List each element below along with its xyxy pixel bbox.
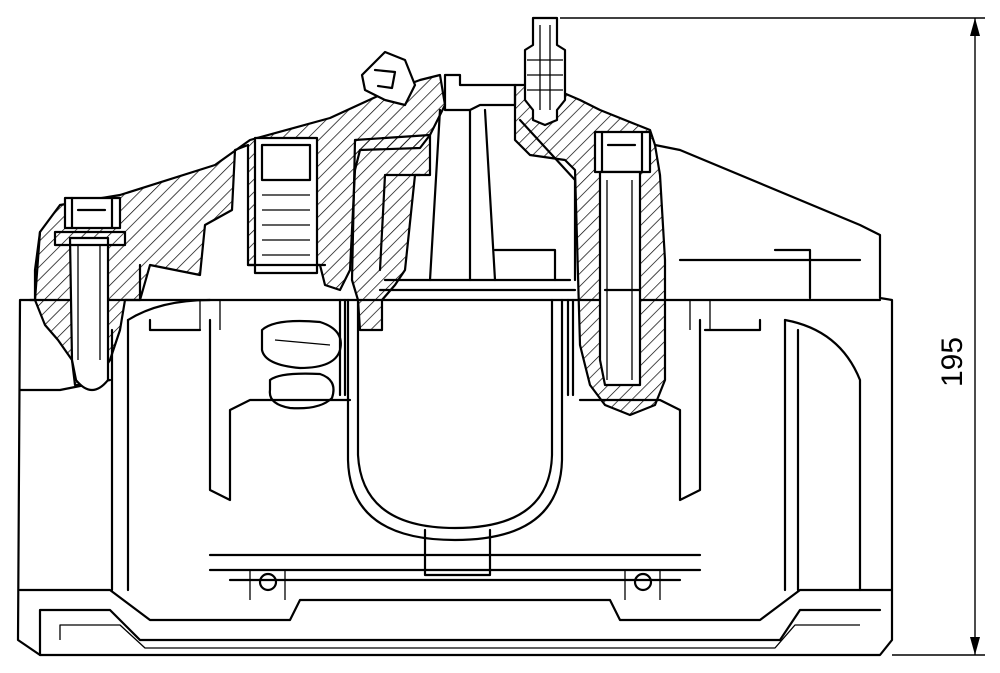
bottom-details: [199, 300, 711, 600]
caliper-body-outline: [16, 143, 894, 657]
piston-seals: [338, 298, 575, 397]
caliper-housing-section: [33, 73, 667, 417]
right-guide-bolt: [593, 130, 652, 387]
spring-clip: [260, 319, 342, 410]
left-guide-bolt: [53, 196, 127, 392]
dimension-arrow-bottom: [970, 637, 980, 655]
dust-cap: [360, 50, 417, 107]
dimension-label: 195: [936, 337, 969, 387]
threaded-insert: [246, 136, 327, 275]
piston: [346, 278, 577, 577]
adjuster-mechanism: [378, 73, 577, 282]
height-dimension: 195: [560, 17, 985, 656]
bleed-screw: [523, 16, 567, 127]
dimension-arrow-top: [970, 18, 980, 36]
